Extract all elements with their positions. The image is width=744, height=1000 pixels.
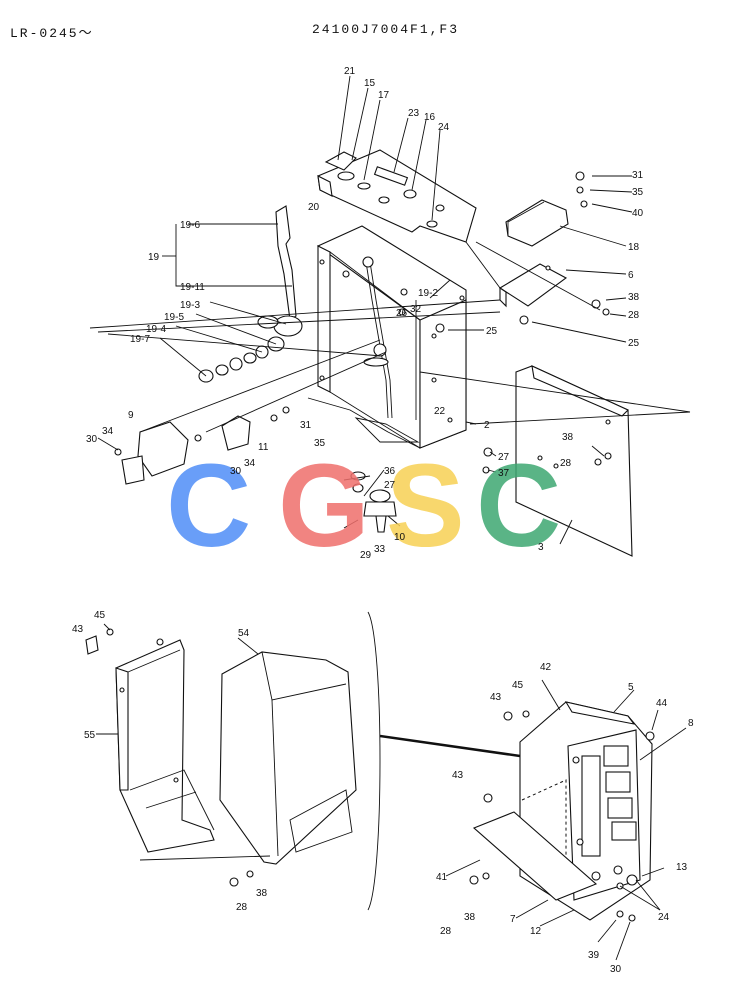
callout: 19-7 — [130, 334, 150, 345]
armrest-pad — [505, 199, 569, 247]
callout: 19-4 — [146, 324, 166, 335]
callout: 34 — [102, 426, 114, 437]
bracket-55 — [115, 638, 215, 853]
callout: 42 — [540, 662, 552, 673]
callout: 38 — [256, 888, 268, 899]
callout: 23 — [408, 108, 420, 119]
top-cover-plate — [317, 149, 477, 243]
callout: 33 — [374, 544, 386, 555]
callout: 38 — [562, 432, 574, 443]
callout: 55 — [84, 730, 96, 741]
callout: 6 — [628, 270, 634, 281]
callout: 16 — [424, 112, 436, 123]
callout: 30 — [86, 434, 98, 445]
callout: 43 — [72, 624, 84, 635]
callout: 35 — [632, 187, 644, 198]
callout: 24 — [658, 912, 670, 923]
callout: 32 — [410, 304, 422, 315]
callout: 22 — [434, 406, 446, 417]
relay-11 — [221, 415, 251, 451]
callout: 25 — [486, 326, 498, 337]
callout: 7 — [510, 914, 516, 925]
model-label: LR-0245〜 — [10, 26, 94, 41]
callout: 27 — [498, 452, 510, 463]
watermark-letter: C — [476, 440, 561, 572]
callout: 11 — [258, 442, 269, 453]
callout: 19-5 — [164, 312, 184, 323]
watermark-letter: C — [166, 440, 251, 572]
callout: 38 — [628, 292, 640, 303]
callout: 43 — [452, 770, 464, 781]
callout: 19-6 — [180, 220, 200, 231]
callout: 34 — [244, 458, 256, 469]
callout: 12 — [530, 926, 542, 937]
bottom-leader-lines — [96, 623, 687, 961]
main-box-frame — [307, 225, 467, 449]
callout: 39 — [588, 950, 600, 961]
part-number-label: 24100J7004F1,F3 — [312, 22, 460, 37]
callout: 19-2 — [418, 288, 438, 299]
callout: 27 — [384, 480, 396, 491]
callout: 20 — [308, 202, 320, 213]
controller-unit-9 — [114, 421, 202, 485]
washer-stack — [198, 336, 285, 383]
linkage-rod — [362, 256, 393, 419]
callout: 21 — [344, 66, 356, 77]
callout: 54 — [238, 628, 250, 639]
callout: 45 — [94, 610, 106, 621]
callout: 10 — [394, 532, 406, 543]
callout: 8 — [688, 718, 694, 729]
callout: 41 — [436, 872, 448, 883]
callouts-bottom: 45 43 54 55 38 28 42 5 45 43 44 8 43 41 … — [72, 610, 694, 975]
callout: 19-11 — [180, 282, 205, 293]
side-panel — [515, 365, 633, 557]
callout: 25 — [628, 338, 640, 349]
callout: 3 — [538, 542, 544, 553]
callout: 29 — [360, 550, 372, 561]
callout: 40 — [632, 208, 644, 219]
switch-10 — [350, 447, 493, 533]
callout: 38 — [464, 912, 476, 923]
callout: 28 — [440, 926, 452, 937]
callouts-top: 21 15 17 23 16 24 31 35 40 18 6 38 28 25… — [86, 66, 644, 561]
callout: 28 — [560, 458, 572, 469]
top-leader-lines — [89, 75, 691, 545]
bracket-bracket-line — [139, 611, 521, 911]
callout: 36 — [384, 466, 396, 477]
callout: 28 — [236, 902, 248, 913]
callout: 30 — [230, 466, 242, 477]
watermark-logo: C G S C — [166, 440, 561, 572]
callout: 31 — [632, 170, 644, 181]
callout: 2 — [484, 420, 490, 431]
cover-54 — [219, 651, 357, 865]
callout: 30 — [610, 964, 622, 975]
watermark-letter: S — [386, 440, 465, 572]
callout: 9 — [128, 410, 134, 421]
gear-lever — [257, 205, 303, 337]
callout: 31 — [300, 420, 312, 431]
callout: 43 — [490, 692, 502, 703]
callout: 19 — [148, 252, 160, 263]
side-bracket-small — [498, 263, 568, 308]
callout: 45 — [512, 680, 524, 691]
callout: 5 — [628, 682, 634, 693]
watermark-letter: G — [278, 440, 370, 572]
callout: 15 — [364, 78, 376, 89]
callout: 24 — [438, 122, 450, 133]
callout: 44 — [656, 698, 668, 709]
callout: 19-3 — [180, 300, 200, 311]
callout: 18 — [628, 242, 640, 253]
small-bolts-top — [270, 171, 612, 466]
callout: 17 — [378, 90, 390, 101]
lower-plate-12 — [472, 811, 598, 901]
callout: 37 — [498, 468, 510, 479]
callout: 35 — [314, 438, 326, 449]
callout: 13 — [676, 862, 688, 873]
callout: 26 — [396, 308, 408, 319]
callout: 28 — [628, 310, 640, 321]
small-bolts-bottom — [85, 628, 655, 922]
